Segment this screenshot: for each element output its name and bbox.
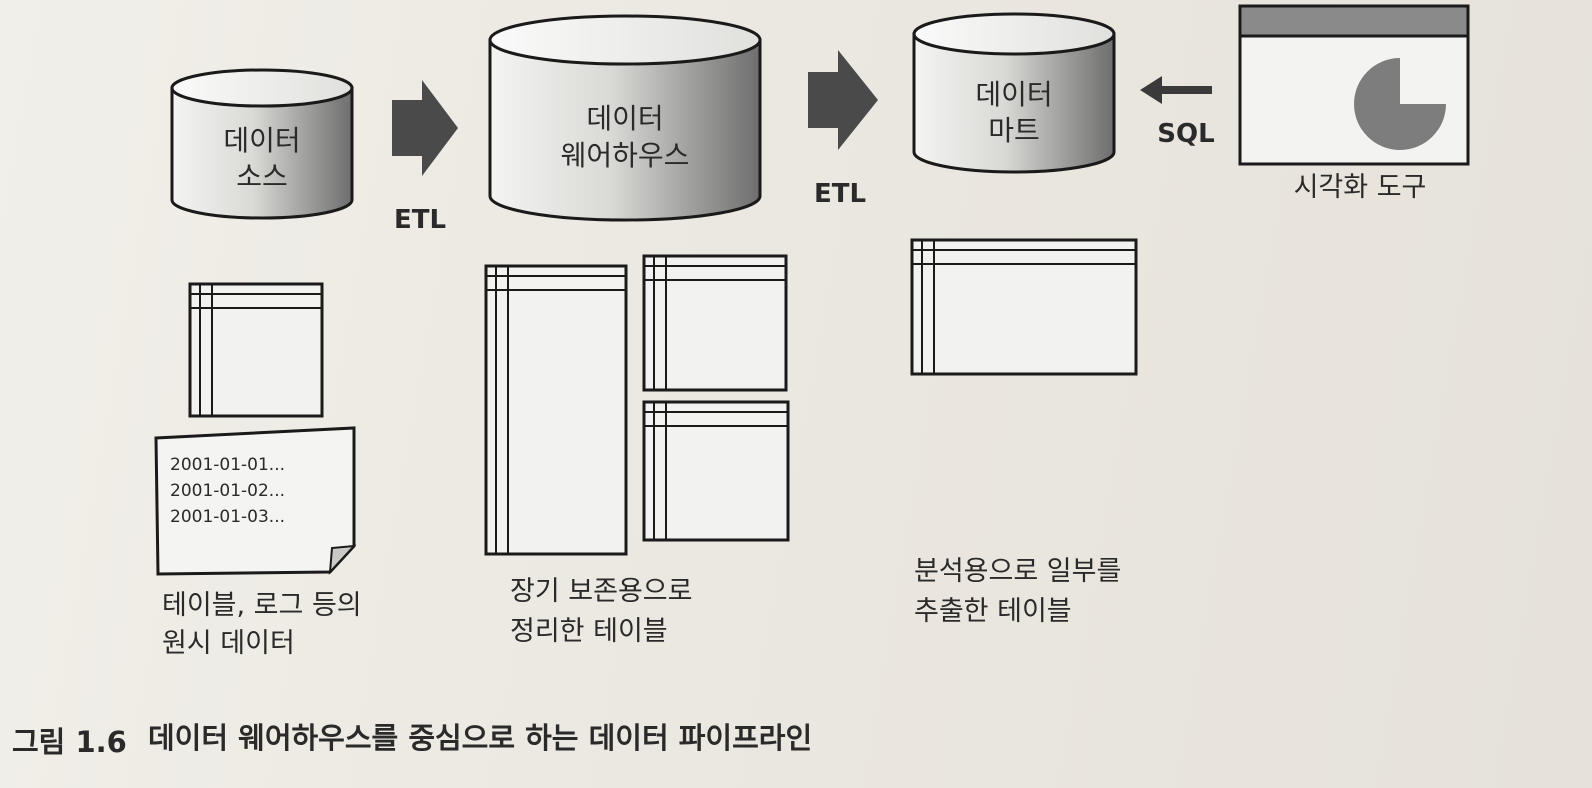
figure-caption: 그림 1.6 데이터 웨어하우스를 중심으로 하는 데이터 파이프라인 xyxy=(12,721,812,759)
data-mart-label-2: 마트 xyxy=(988,114,1040,147)
warehouse-caption-1: 장기 보존용으로 xyxy=(510,576,692,607)
data-source-cylinder: 데이터 소스 xyxy=(170,68,354,220)
data-mart-label-1: 데이터 xyxy=(975,78,1052,111)
window-title-bar xyxy=(1238,4,1470,38)
data-warehouse-label-2: 웨어하우스 xyxy=(561,139,690,172)
etl-arrow-2: ETL xyxy=(808,50,878,209)
etl-arrow-1: ETL xyxy=(392,80,458,235)
log-line-1: 2001-01-01... xyxy=(170,455,285,475)
data-warehouse-label-1: 데이터 xyxy=(586,102,663,135)
data-warehouse-cylinder: 데이터 웨어하우스 xyxy=(488,14,762,222)
mart-caption-2: 추출한 테이블 xyxy=(914,596,1072,627)
source-table-icon xyxy=(188,282,324,418)
etl-label-2: ETL xyxy=(814,179,866,209)
warehouse-table-tall xyxy=(484,264,628,556)
source-caption-2: 원시 데이터 xyxy=(162,628,295,659)
source-caption-1: 테이블, 로그 등의 xyxy=(162,590,362,621)
pie-chart-icon xyxy=(1354,58,1446,150)
warehouse-table-top xyxy=(642,254,788,392)
sql-label: SQL xyxy=(1157,119,1214,149)
mart-caption-1: 분석용으로 일부를 xyxy=(914,556,1121,587)
figure-title: 데이터 웨어하우스를 중심으로 하는 데이터 파이프라인 xyxy=(148,721,812,755)
viz-tool-label: 시각화 도구 xyxy=(1294,172,1427,203)
warehouse-caption-2: 정리한 테이블 xyxy=(510,616,668,647)
log-file-icon: 2001-01-01... 2001-01-02... 2001-01-03..… xyxy=(154,426,357,576)
warehouse-table-bottom xyxy=(642,400,790,542)
data-source-label-1: 데이터 xyxy=(223,124,300,157)
figure-number: 그림 1.6 xyxy=(12,725,127,759)
data-source-label-2: 소스 xyxy=(236,160,288,193)
sql-arrow: SQL xyxy=(1140,76,1215,149)
data-mart-cylinder: 데이터 마트 xyxy=(912,12,1116,174)
visualization-tool-window: 시각화 도구 xyxy=(1238,4,1470,203)
log-line-3: 2001-01-03... xyxy=(170,507,285,527)
mart-table-icon xyxy=(910,238,1138,376)
etl-label-1: ETL xyxy=(394,205,446,235)
log-line-2: 2001-01-02... xyxy=(170,481,285,501)
